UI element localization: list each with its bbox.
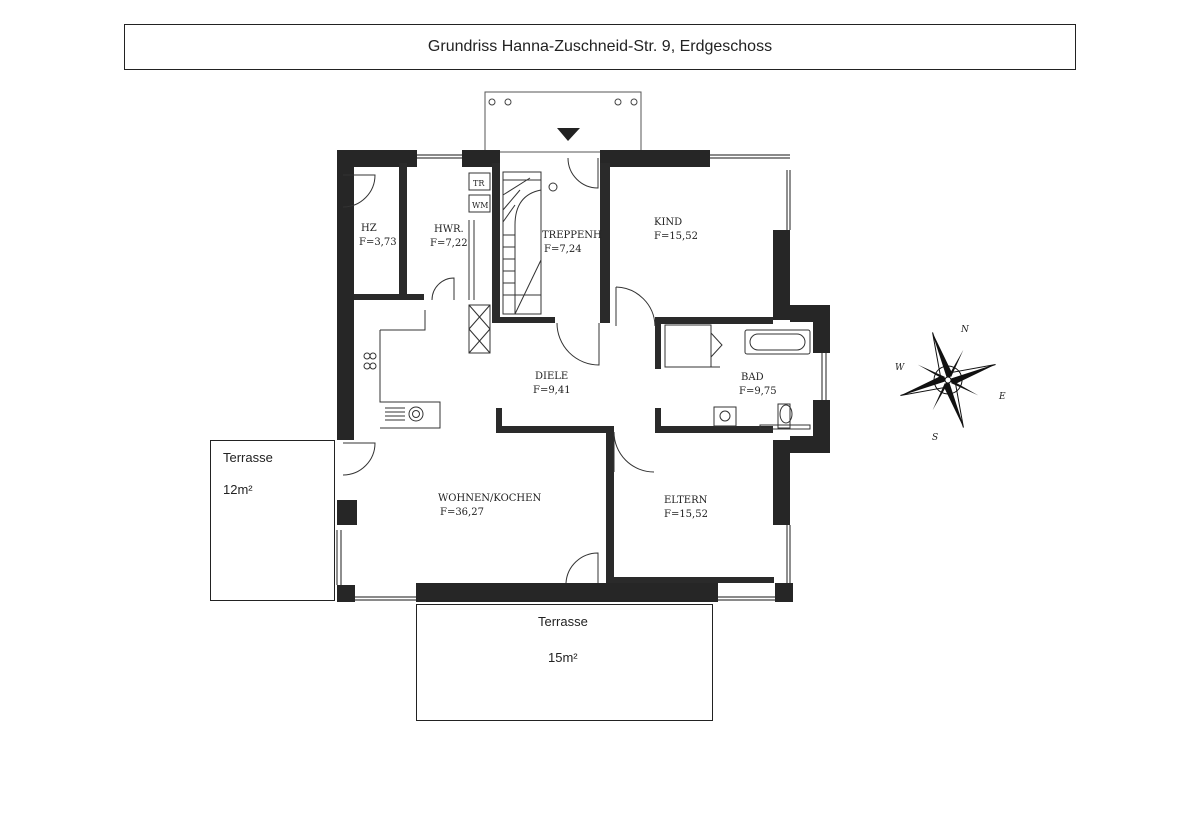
room-diele-name: DIELE (535, 371, 568, 382)
room-hwr-name: HWR. (434, 224, 464, 235)
room-eltern-name: ELTERN (664, 495, 708, 506)
room-eltern-area: F=15,52 (664, 509, 708, 520)
window-lines (336, 154, 827, 601)
exterior-walls (337, 150, 830, 602)
compass-rose-icon (900, 332, 996, 428)
room-hwr-area: F=7,22 (430, 238, 468, 249)
room-labels: HZ F=3,73 HWR. F=7,22 TREPPENH F=7,24 KI… (359, 179, 777, 520)
terrace-west-area: 12m² (223, 482, 253, 497)
washer-label: WM (472, 201, 488, 210)
compass-east-label: E (998, 392, 1006, 402)
doors (342, 157, 656, 584)
room-diele-area: F=9,41 (533, 385, 571, 396)
room-bad-area: F=9,75 (739, 386, 777, 397)
room-kind-area: F=15,52 (654, 231, 698, 242)
interior-walls (354, 163, 774, 583)
terrace-south: Terrasse 15m² (416, 604, 713, 721)
terrace-south-area: 15m² (548, 650, 578, 665)
compass-west-label: W (895, 363, 905, 373)
room-wohnen-area: F=36,27 (440, 507, 484, 518)
room-hz-name: HZ (361, 223, 377, 234)
room-kind-name: KIND (654, 217, 682, 228)
room-wohnen-name: WOHNEN/KOCHEN (438, 493, 541, 504)
room-hz-area: F=3,73 (359, 237, 397, 248)
utility-elements (468, 172, 491, 354)
bathroom-fixtures (664, 324, 811, 430)
plan-title: Grundriss Hanna-Zuschneid-Str. 9, Erdges… (124, 24, 1076, 70)
sink-icon (408, 406, 424, 422)
dryer-label: TR (473, 179, 485, 188)
staircase (502, 171, 558, 315)
room-treppenhaus-name: TREPPENH (542, 230, 602, 241)
room-bad-name: BAD (741, 372, 764, 383)
terrace-west-label: Terrasse (223, 450, 273, 465)
terrace-west: Terrasse 12m² (210, 440, 335, 601)
compass-south-label: S (932, 433, 938, 443)
room-treppenhaus-area: F=7,24 (544, 244, 582, 255)
entrance-canopy (484, 91, 642, 153)
compass-north-label: N (960, 325, 970, 335)
terrace-south-label: Terrasse (538, 614, 588, 629)
entrance-arrow-icon (557, 128, 580, 141)
kitchen-counter (363, 310, 441, 429)
